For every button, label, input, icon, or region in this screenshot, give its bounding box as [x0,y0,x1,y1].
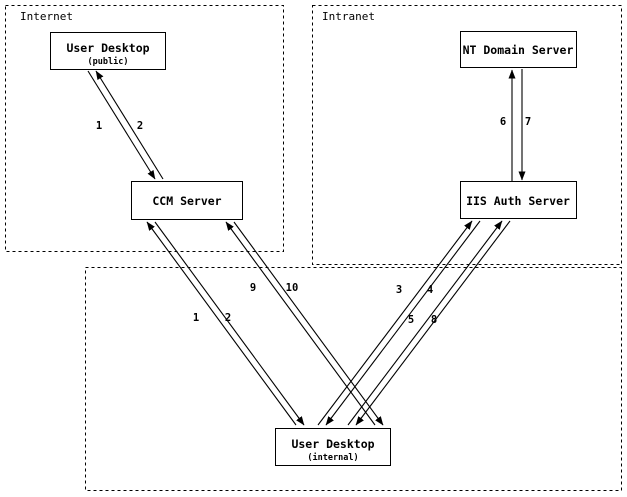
node-sublabel-user-desktop-public: (public) [88,56,129,67]
node-box-iis-auth-server[interactable] [459,180,578,220]
node-iis-auth-server[interactable]: IIS Auth Server [459,180,578,220]
step-label-1-public: 1 [96,120,102,132]
node-ccm-server[interactable]: CCM Server [130,180,244,221]
step-labels: 1 2 1 2 3 4 5 6 7 8 9 10 [96,116,531,326]
step-label-4: 4 [427,284,433,296]
zone-label-internet: Internet [20,10,73,23]
flow-line-step-3 [317,220,473,426]
flow-public-desktop-ccm [87,70,164,180]
node-sublabel-user-desktop-internal: (internal) [307,452,358,463]
flow-line-step-1-public [87,70,156,180]
zone-label-intranet: Intranet [322,10,375,23]
node-label-nt-domain-server: NT Domain Server [463,43,574,57]
node-box-ccm-server[interactable] [130,180,244,221]
flow-line-step-4 [325,220,481,426]
flow-line-step-8 [355,220,511,426]
flow-line-step-2-public [95,70,164,180]
node-user-desktop-public[interactable]: User Desktop (public) [49,31,167,71]
step-label-9: 9 [250,282,256,294]
flow-line-step-9 [225,221,376,426]
step-label-1-internal: 1 [193,312,199,324]
step-label-6: 6 [500,116,506,128]
zone-internal-boundary [85,267,622,491]
step-label-10: 10 [286,282,299,294]
step-label-2-internal: 2 [225,312,231,324]
zone-group [5,5,622,491]
zone-intranet-boundary [312,5,622,265]
node-box-nt-domain-server[interactable] [459,30,578,69]
zone-internet-boundary [5,5,284,252]
flow-line-step-10 [233,221,384,426]
node-nt-domain-server[interactable]: NT Domain Server [459,30,578,69]
node-box-user-desktop-public[interactable] [49,31,167,71]
step-label-7: 7 [525,116,531,128]
flow-internal-desktop-ccm-right [225,221,384,426]
flow-internal-desktop-iis-a [317,220,481,426]
flow-line-step-5 [347,220,503,426]
node-label-iis-auth-server: IIS Auth Server [466,194,570,208]
flow-internal-desktop-iis-b [347,220,511,426]
flow-internal-desktop-ccm-left [146,221,305,426]
node-label-user-desktop-public: User Desktop [66,41,149,55]
flow-iis-nt-domain [508,69,526,181]
step-label-8: 8 [431,314,437,326]
node-user-desktop-internal[interactable]: User Desktop (internal) [274,427,392,467]
flow-line-step-1-internal [146,221,297,426]
node-label-user-desktop-internal: User Desktop [291,437,374,451]
flow-line-step-2-internal [154,221,305,426]
zone-labels: Internet Intranet [20,10,375,23]
node-label-ccm-server: CCM Server [152,194,221,208]
step-label-5: 5 [408,314,414,326]
step-label-3: 3 [396,284,402,296]
step-label-2-public: 2 [137,120,143,132]
node-box-user-desktop-internal[interactable] [274,427,392,467]
